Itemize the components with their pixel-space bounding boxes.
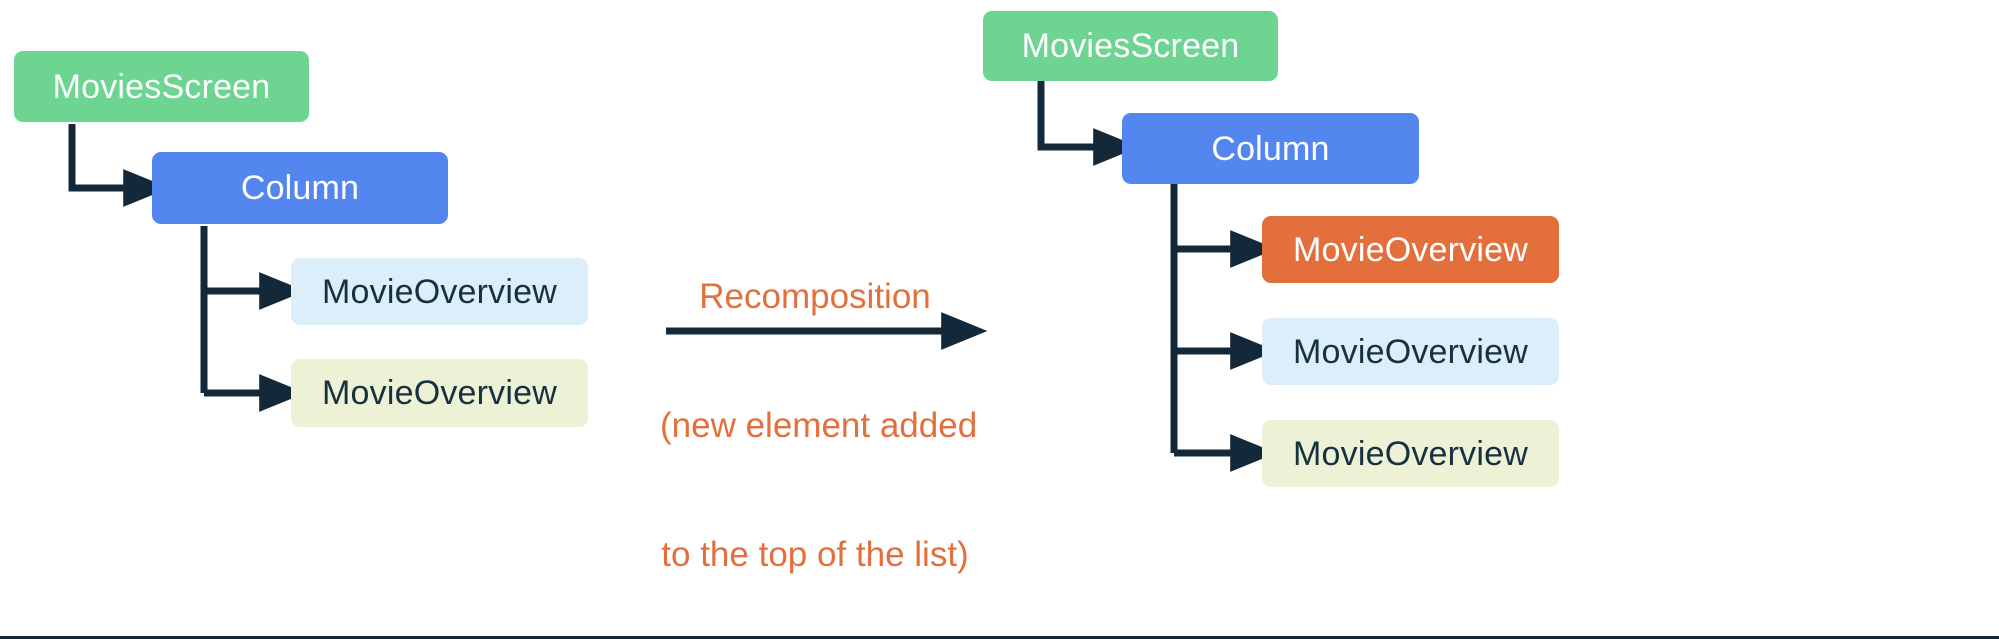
after-node-column[interactable]: Column [1122, 113, 1419, 184]
before-node-movie-overview-1[interactable]: MovieOverview [291, 258, 588, 325]
connector-moviesscreen-to-column-left [68, 124, 170, 207]
recomposition-caption-line-2: (new element added [660, 406, 978, 445]
after-node-movie-overview-new[interactable]: MovieOverview [1262, 216, 1559, 283]
recomposition-caption: Recomposition (new element added to the … [660, 189, 978, 639]
connector-moviesscreen-to-column-right [1037, 81, 1140, 166]
bottom-divider [0, 636, 1999, 639]
recomposition-caption-line-1: Recomposition [699, 277, 931, 316]
before-node-movies-screen[interactable]: MoviesScreen [14, 51, 309, 122]
before-node-movie-overview-2[interactable]: MovieOverview [291, 359, 588, 427]
before-node-column[interactable]: Column [152, 152, 448, 224]
recomposition-caption-line-3: to the top of the list) [661, 535, 969, 574]
after-node-movies-screen[interactable]: MoviesScreen [983, 11, 1278, 81]
after-node-movie-overview-1[interactable]: MovieOverview [1262, 318, 1559, 385]
after-node-movie-overview-2[interactable]: MovieOverview [1262, 420, 1559, 487]
